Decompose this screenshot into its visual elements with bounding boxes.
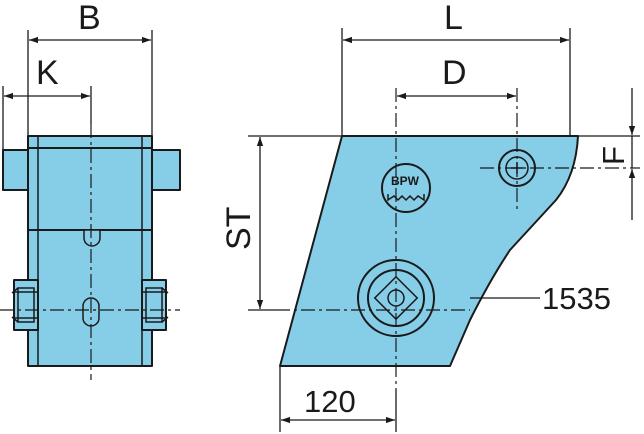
dimension-d: D <box>397 54 516 100</box>
front-view-right-flange <box>149 149 181 191</box>
side-view-plate <box>279 135 579 367</box>
front-view-body <box>27 135 153 367</box>
bpw-logo-icon: BPW <box>381 163 431 213</box>
front-view-top-slot <box>83 229 101 247</box>
dimension-b-label: B <box>78 0 101 37</box>
front-view-right-bushing <box>141 279 169 331</box>
dimension-st: ST <box>220 135 342 311</box>
front-view <box>0 124 181 380</box>
dimension-k-label: K <box>36 54 59 92</box>
part-number-label: 1535 <box>542 281 611 316</box>
part-number-1535: 1535 <box>470 281 611 316</box>
dimension-120: 120 <box>279 366 397 432</box>
dimension-f: F <box>560 88 640 220</box>
dimension-120-label: 120 <box>304 384 356 419</box>
dimension-f-label: F <box>596 146 631 165</box>
dimension-d-label: D <box>442 54 467 92</box>
dimension-st-label: ST <box>220 207 258 250</box>
dimension-b: B <box>27 0 153 136</box>
dimension-l: L <box>341 0 571 136</box>
dimension-k: K <box>2 54 92 150</box>
side-view: BPW <box>276 88 640 390</box>
bpw-logo-text: BPW <box>391 174 420 188</box>
dimension-l-label: L <box>444 0 463 37</box>
front-view-left-bushing <box>11 279 39 331</box>
